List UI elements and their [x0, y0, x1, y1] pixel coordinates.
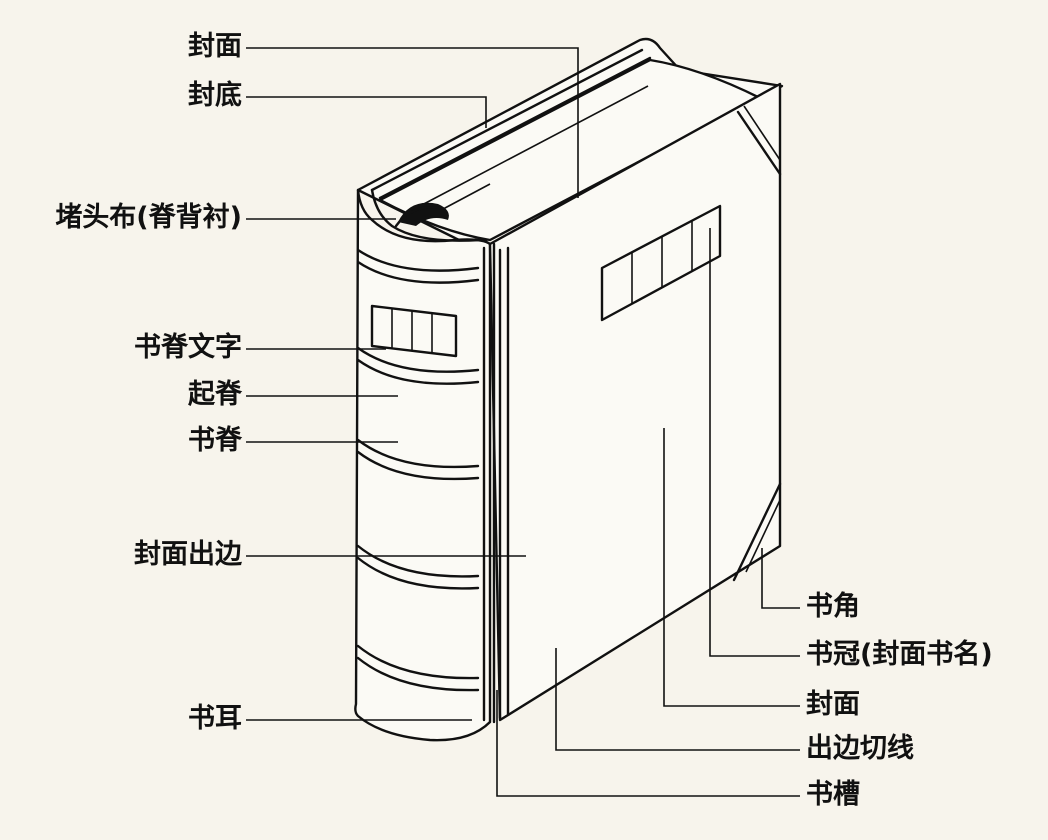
label-cover-overhang: 封面出边: [134, 539, 242, 570]
headband-drawing: [394, 202, 449, 228]
label-book-corner: 书角: [806, 591, 860, 622]
leader-lines-right: [496, 228, 800, 797]
label-spine: 书脊: [188, 425, 242, 456]
front-cover-drawing: [482, 82, 782, 724]
label-trim-line: 出边切线: [806, 733, 914, 764]
label-headband: 堵头布(脊背衬): [55, 202, 242, 233]
label-joint-groove: 书槽: [806, 779, 860, 810]
label-front-cover: 封面: [806, 689, 860, 720]
leader-lines-left: [246, 47, 579, 721]
label-back-cover: 封底: [188, 80, 242, 111]
label-book-crown: 书冠(封面书名): [806, 639, 993, 670]
label-book-ear: 书耳: [188, 703, 242, 734]
label-cover-top: 封面: [188, 31, 242, 62]
spine-drawing: [354, 188, 492, 742]
label-raised-band: 起脊: [188, 379, 242, 410]
label-spine-title: 书脊文字: [134, 332, 242, 363]
